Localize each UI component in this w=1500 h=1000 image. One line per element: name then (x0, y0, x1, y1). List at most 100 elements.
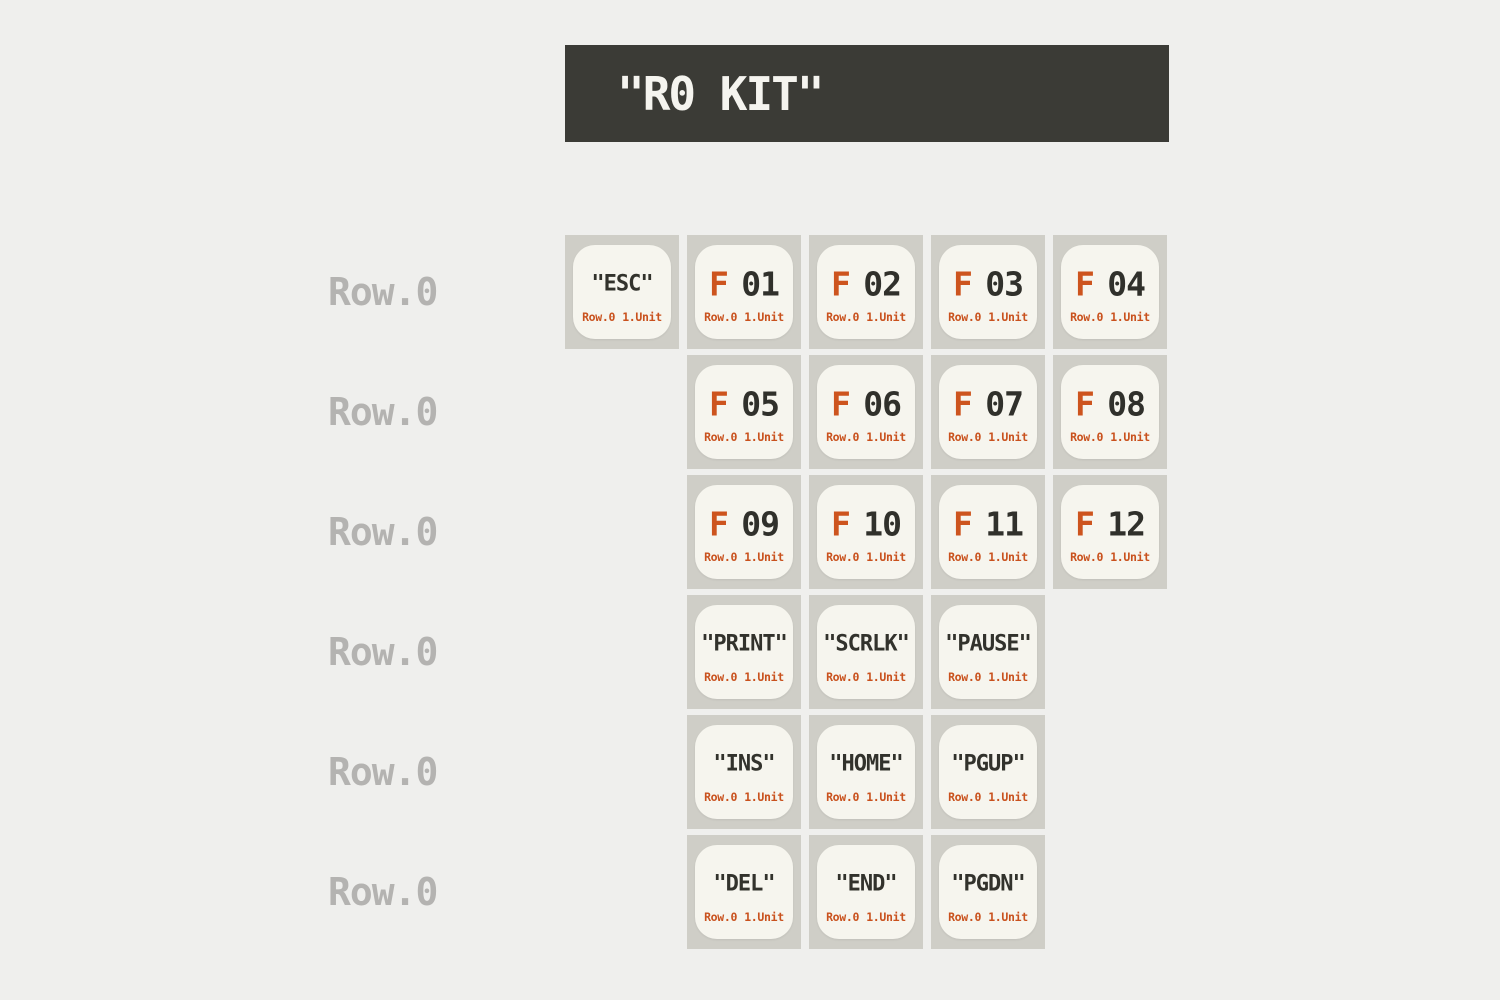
sub-row: Row.0 (948, 670, 982, 685)
sub-unit: 1.Unit (866, 910, 906, 925)
f-letter: F (953, 504, 973, 544)
keycap-home[interactable]: "HOME" Row.0 1.Unit (817, 725, 915, 819)
kit-title: "R0 KIT" (617, 66, 825, 121)
key-tile-scrlk: "SCRLK" Row.0 1.Unit (809, 595, 923, 709)
keycap-legend: "HOME" (829, 751, 903, 777)
key-tile-pgdn: "PGDN" Row.0 1.Unit (931, 835, 1045, 949)
keycap-legend: "INS" (713, 751, 775, 777)
sub-row: Row.0 (948, 310, 982, 325)
sub-row: Row.0 (1070, 310, 1104, 325)
sub-row: Row.0 (948, 910, 982, 925)
sub-unit: 1.Unit (1110, 550, 1150, 565)
keycap-sublegend: Row.0 1.Unit (817, 310, 915, 324)
keycap-sublegend: Row.0 1.Unit (939, 430, 1037, 444)
key-tile-f07: F 07 Row.0 1.Unit (931, 355, 1045, 469)
keycap-sublegend: Row.0 1.Unit (939, 790, 1037, 804)
sub-row: Row.0 (826, 430, 860, 445)
keycap-pause[interactable]: "PAUSE" Row.0 1.Unit (939, 605, 1037, 699)
keycap-legend: F 12 (1061, 505, 1159, 544)
f-letter: F (1075, 264, 1095, 304)
keycap-ins[interactable]: "INS" Row.0 1.Unit (695, 725, 793, 819)
keycap-legend: "PGDN" (951, 871, 1025, 897)
sub-unit: 1.Unit (866, 550, 906, 565)
sub-row: Row.0 (704, 790, 738, 805)
keycap-f01[interactable]: F 01 Row.0 1.Unit (695, 245, 793, 339)
keycap-sublegend: Row.0 1.Unit (695, 430, 793, 444)
keycap-legend: F 09 (695, 505, 793, 544)
sub-unit: 1.Unit (744, 790, 784, 805)
keycap-f02[interactable]: F 02 Row.0 1.Unit (817, 245, 915, 339)
sub-row: Row.0 (704, 550, 738, 565)
key-tile-f11: F 11 Row.0 1.Unit (931, 475, 1045, 589)
keycap-sublegend: Row.0 1.Unit (695, 550, 793, 564)
keycap-scrlk[interactable]: "SCRLK" Row.0 1.Unit (817, 605, 915, 699)
sub-unit: 1.Unit (1110, 310, 1150, 325)
sub-unit: 1.Unit (988, 670, 1028, 685)
keycap-print[interactable]: "PRINT" Row.0 1.Unit (695, 605, 793, 699)
keycap-del[interactable]: "DEL" Row.0 1.Unit (695, 845, 793, 939)
f-number: 02 (863, 264, 902, 304)
keycap-pgup[interactable]: "PGUP" Row.0 1.Unit (939, 725, 1037, 819)
sub-row: Row.0 (704, 430, 738, 445)
keycap-f03[interactable]: F 03 Row.0 1.Unit (939, 245, 1037, 339)
key-tile-f05: F 05 Row.0 1.Unit (687, 355, 801, 469)
f-number: 01 (741, 264, 780, 304)
f-number: 10 (863, 504, 902, 544)
keycap-legend: F 06 (817, 385, 915, 424)
row-label-4: Row.0 (328, 750, 438, 794)
keycap-legend: "SCRLK" (823, 631, 910, 657)
f-number: 06 (863, 384, 902, 424)
sub-row: Row.0 (1070, 430, 1104, 445)
sub-row: Row.0 (582, 310, 616, 325)
keycap-f12[interactable]: F 12 Row.0 1.Unit (1061, 485, 1159, 579)
keycap-sublegend: Row.0 1.Unit (817, 790, 915, 804)
sub-row: Row.0 (826, 790, 860, 805)
keycap-pgdn[interactable]: "PGDN" Row.0 1.Unit (939, 845, 1037, 939)
keycap-end[interactable]: "END" Row.0 1.Unit (817, 845, 915, 939)
sub-row: Row.0 (704, 310, 738, 325)
sub-unit: 1.Unit (1110, 430, 1150, 445)
keycap-f05[interactable]: F 05 Row.0 1.Unit (695, 365, 793, 459)
key-grid: "ESC" Row.0 1.Unit F 01 Row.0 1.Unit F 0… (565, 235, 1167, 949)
sub-row: Row.0 (826, 670, 860, 685)
keycap-sublegend: Row.0 1.Unit (573, 310, 671, 324)
keycap-sublegend: Row.0 1.Unit (817, 670, 915, 684)
key-tile-del: "DEL" Row.0 1.Unit (687, 835, 801, 949)
sub-unit: 1.Unit (988, 430, 1028, 445)
f-number: 05 (741, 384, 780, 424)
f-letter: F (831, 264, 851, 304)
keycap-sublegend: Row.0 1.Unit (817, 430, 915, 444)
sub-row: Row.0 (948, 430, 982, 445)
key-tile-print: "PRINT" Row.0 1.Unit (687, 595, 801, 709)
keycap-sublegend: Row.0 1.Unit (939, 550, 1037, 564)
f-letter: F (709, 504, 729, 544)
keycap-sublegend: Row.0 1.Unit (817, 550, 915, 564)
key-tile-f03: F 03 Row.0 1.Unit (931, 235, 1045, 349)
keycap-sublegend: Row.0 1.Unit (939, 910, 1037, 924)
keycap-f06[interactable]: F 06 Row.0 1.Unit (817, 365, 915, 459)
sub-unit: 1.Unit (744, 430, 784, 445)
keycap-f11[interactable]: F 11 Row.0 1.Unit (939, 485, 1037, 579)
f-letter: F (709, 384, 729, 424)
row-label-2: Row.0 (328, 510, 438, 554)
keycap-legend: "END" (835, 871, 897, 897)
keycap-legend: F 03 (939, 265, 1037, 304)
key-tile-f01: F 01 Row.0 1.Unit (687, 235, 801, 349)
keycap-f08[interactable]: F 08 Row.0 1.Unit (1061, 365, 1159, 459)
keycap-esc[interactable]: "ESC" Row.0 1.Unit (573, 245, 671, 339)
kit-title-bar: "R0 KIT" (565, 45, 1169, 142)
key-tile-f04: F 04 Row.0 1.Unit (1053, 235, 1167, 349)
keycap-f09[interactable]: F 09 Row.0 1.Unit (695, 485, 793, 579)
f-number: 04 (1107, 264, 1146, 304)
keycap-sublegend: Row.0 1.Unit (1061, 310, 1159, 324)
keycap-f07[interactable]: F 07 Row.0 1.Unit (939, 365, 1037, 459)
key-tile-home: "HOME" Row.0 1.Unit (809, 715, 923, 829)
sub-row: Row.0 (826, 910, 860, 925)
keycap-legend: F 10 (817, 505, 915, 544)
key-tile-f08: F 08 Row.0 1.Unit (1053, 355, 1167, 469)
keycap-f04[interactable]: F 04 Row.0 1.Unit (1061, 245, 1159, 339)
row-label-3: Row.0 (328, 630, 438, 674)
keycap-f10[interactable]: F 10 Row.0 1.Unit (817, 485, 915, 579)
keycap-sublegend: Row.0 1.Unit (695, 670, 793, 684)
keycap-sublegend: Row.0 1.Unit (1061, 430, 1159, 444)
